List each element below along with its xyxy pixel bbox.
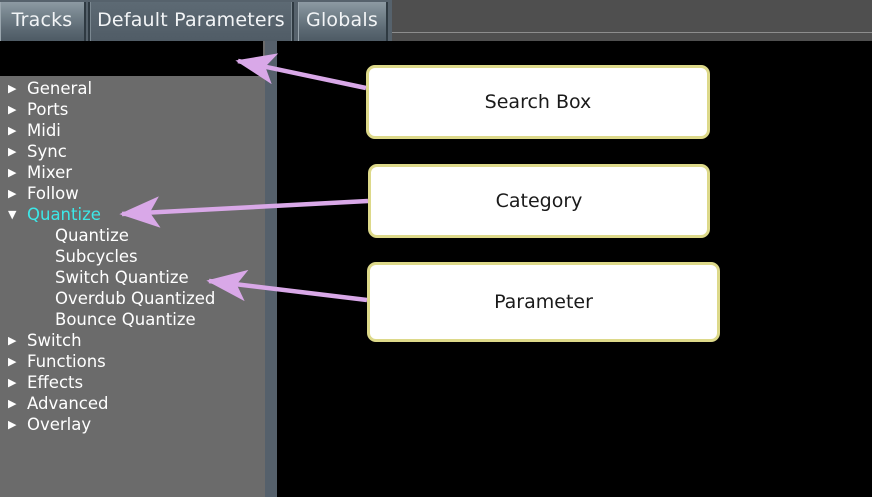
tree-row-label: Sync (27, 142, 67, 161)
callout-category: Category (368, 164, 710, 238)
search-input[interactable] (0, 41, 263, 76)
tab-bar-underline (392, 32, 872, 33)
tree-row-label: Functions (27, 352, 106, 371)
callout-search-box: Search Box (366, 65, 710, 139)
tree-row-label: Midi (27, 121, 61, 140)
tree-row-label: Subcycles (55, 247, 138, 266)
callout-label: Category (495, 190, 583, 212)
chevron-right-icon[interactable]: ▶ (8, 103, 17, 116)
tree-row-label: Advanced (27, 394, 109, 413)
chevron-right-icon[interactable]: ▶ (8, 334, 17, 347)
tree-row-switch-quantize[interactable]: Switch Quantize (0, 267, 263, 288)
left-panel: ▶ General ▶ Ports ▶ Midi ▶ Sync ▶ Mixer ▶ Follow ▼ Qu… (0, 41, 277, 497)
chevron-right-icon[interactable]: ▶ (8, 418, 17, 431)
tree-row-label: Ports (27, 100, 69, 119)
tree-row-label: Follow (27, 184, 79, 203)
tree-row-ports[interactable]: ▶ Ports (0, 99, 263, 120)
tree-row-advanced[interactable]: ▶ Advanced (0, 393, 263, 414)
chevron-right-icon[interactable]: ▶ (8, 82, 17, 95)
tree-row-label: Quantize (55, 226, 129, 245)
tree-row-quantize[interactable]: Quantize (0, 225, 263, 246)
chevron-right-icon[interactable]: ▶ (8, 187, 17, 200)
tree-row-label: Overdub Quantized (55, 289, 216, 308)
tree-row-overdub-quantized[interactable]: Overdub Quantized (0, 288, 263, 309)
tree-row-subcycles[interactable]: Subcycles (0, 246, 263, 267)
tree-row-quantize[interactable]: ▼ Quantize (0, 204, 263, 225)
tab-default-parameters[interactable]: Default Parameters (88, 2, 294, 41)
tab-bar: Tracks Default Parameters Globals (0, 0, 872, 41)
tab-tracks[interactable]: Tracks (0, 2, 86, 41)
tree-row-sync[interactable]: ▶ Sync (0, 141, 263, 162)
tree-row-label: Mixer (27, 163, 73, 182)
chevron-right-icon[interactable]: ▶ (8, 397, 17, 410)
chevron-down-icon[interactable]: ▼ (8, 208, 17, 221)
tree-row-follow[interactable]: ▶ Follow (0, 183, 263, 204)
chevron-right-icon[interactable]: ▶ (8, 355, 17, 368)
tree-row-general[interactable]: ▶ General (0, 78, 263, 99)
tree-row-label: Overlay (27, 415, 92, 434)
tree-row-label: Bounce Quantize (55, 310, 196, 329)
tab-globals[interactable]: Globals (298, 2, 388, 41)
tree-row-mixer[interactable]: ▶ Mixer (0, 162, 263, 183)
callout-label: Parameter (494, 291, 593, 313)
tree-row-overlay[interactable]: ▶ Overlay (0, 414, 263, 435)
chevron-right-icon[interactable]: ▶ (8, 145, 17, 158)
tree-row-label: Switch (27, 331, 82, 350)
callout-parameter: Parameter (367, 262, 720, 342)
chevron-right-icon[interactable]: ▶ (8, 124, 17, 137)
tree-row-functions[interactable]: ▶ Functions (0, 351, 263, 372)
tree-row-switch[interactable]: ▶ Switch (0, 330, 263, 351)
tree-row-effects[interactable]: ▶ Effects (0, 372, 263, 393)
parameter-tree[interactable]: ▶ General ▶ Ports ▶ Midi ▶ Sync ▶ Mixer ▶ Follow ▼ Qu… (0, 78, 263, 497)
panel-divider[interactable] (265, 41, 277, 497)
chevron-right-icon[interactable]: ▶ (8, 166, 17, 179)
tree-row-label: Quantize (27, 205, 101, 224)
tree-row-label: Effects (27, 373, 84, 392)
callout-label: Search Box (484, 91, 592, 113)
tree-row-label: General (27, 79, 93, 98)
tree-row-label: Switch Quantize (55, 268, 189, 287)
tree-row-bounce-quantize[interactable]: Bounce Quantize (0, 309, 263, 330)
tree-row-midi[interactable]: ▶ Midi (0, 120, 263, 141)
chevron-right-icon[interactable]: ▶ (8, 376, 17, 389)
